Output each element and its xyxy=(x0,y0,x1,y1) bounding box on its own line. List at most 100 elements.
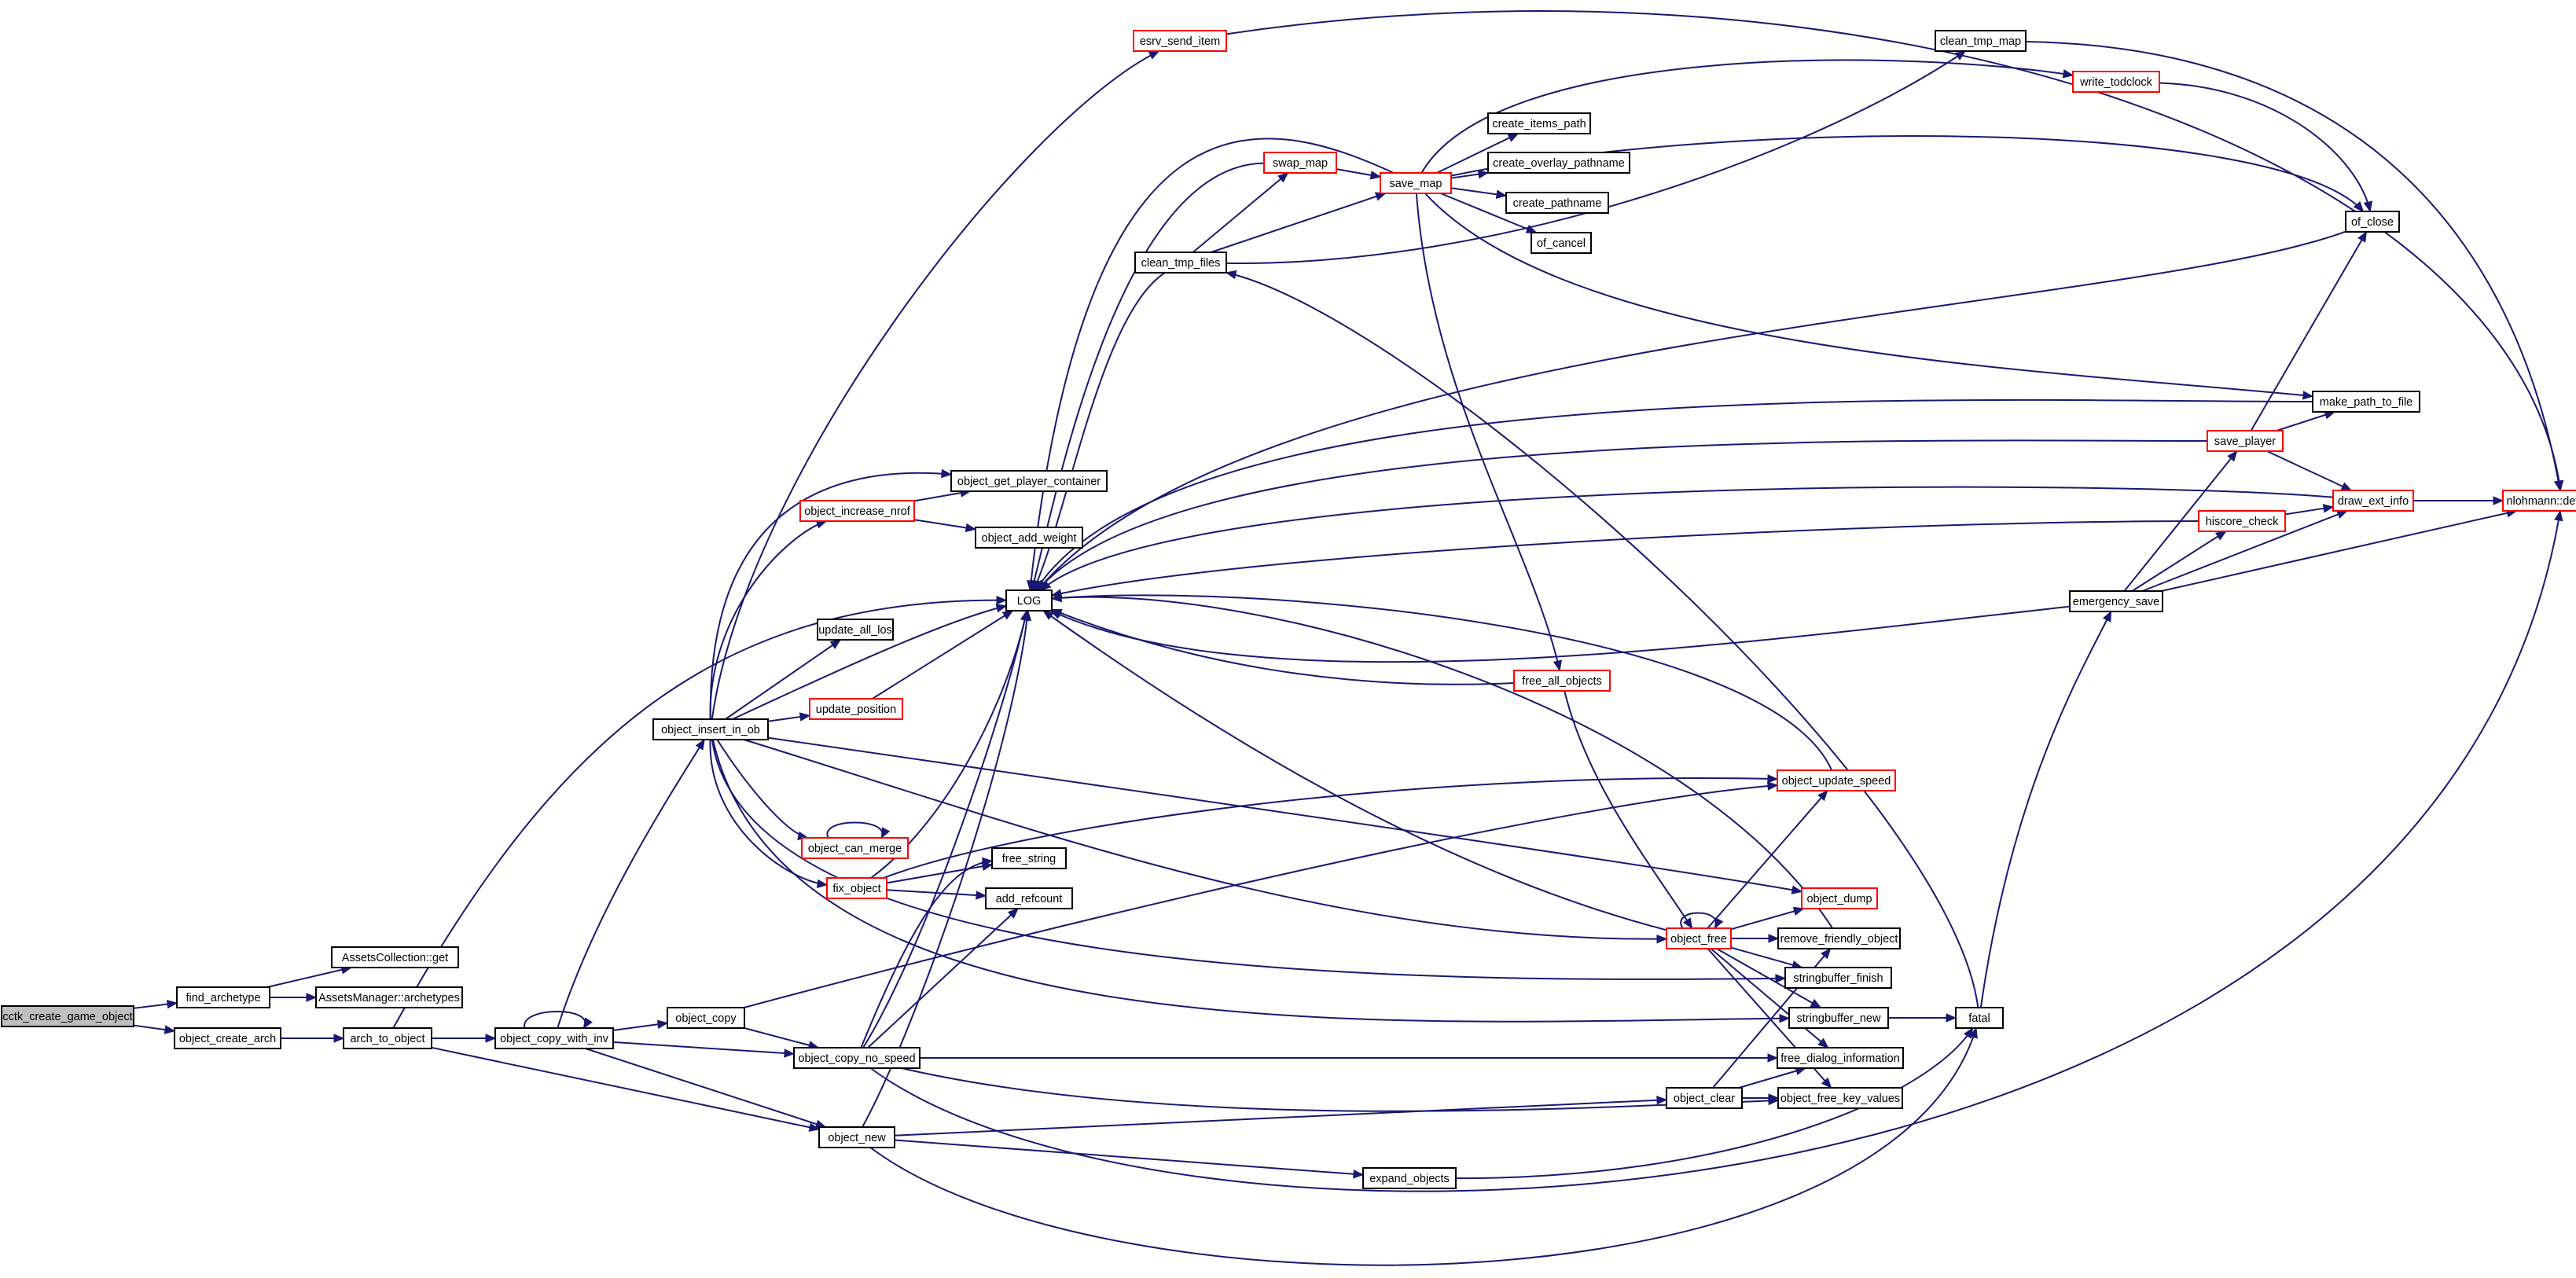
edge-line xyxy=(2141,510,2348,592)
arrowhead-icon xyxy=(1656,934,1668,944)
edge-object_free-to-object_update_speed xyxy=(1707,790,1828,929)
node-hiscore-check[interactable]: hiscore_check xyxy=(2198,510,2286,532)
node-label: update_all_los xyxy=(818,624,892,637)
edge-line xyxy=(867,908,1019,1048)
edge-find_archetype-to-AssetsManager_archetypes xyxy=(270,993,318,1002)
node-create-pathname[interactable]: create_pathname xyxy=(1505,192,1609,214)
node-box xyxy=(343,1027,432,1049)
node-of-close[interactable]: of_close xyxy=(2345,211,2400,233)
edge-line xyxy=(1979,611,2112,1008)
node-object-update-speed[interactable]: object_update_speed xyxy=(1777,769,1896,791)
node-label: clean_tmp_files xyxy=(1141,257,1221,270)
edge-line xyxy=(1051,594,1833,771)
node-create-overlay-pathname[interactable]: create_overlay_pathname xyxy=(1487,152,1630,174)
arrowhead-icon xyxy=(1225,270,1237,280)
node-box xyxy=(1777,1047,1904,1069)
node-arch-to-object[interactable]: arch_to_object xyxy=(343,1027,432,1049)
node-object-dump[interactable]: object_dump xyxy=(1801,887,1878,909)
node-free-all-objects[interactable]: free_all_objects xyxy=(1513,670,1611,692)
edge-line xyxy=(725,639,841,720)
node-box xyxy=(1777,769,1896,791)
edge-object_update_speed-to-LOG xyxy=(1050,593,1833,771)
edge-line xyxy=(1440,193,1537,233)
node-free-dialog-information[interactable]: free_dialog_information xyxy=(1777,1047,1904,1069)
node-update-all-los[interactable]: update_all_los xyxy=(817,619,894,641)
node-cctk-create-game-object[interactable]: cctk_create_game_object xyxy=(1,1005,134,1027)
node-object-free-key-values[interactable]: object_free_key_values xyxy=(1777,1087,1903,1109)
edge-line xyxy=(767,736,1802,893)
edge-line xyxy=(1050,605,2071,663)
node-label: object_free xyxy=(1670,933,1727,946)
node-LOG[interactable]: LOG xyxy=(1005,589,1053,611)
node-object-insert-in-ob[interactable]: object_insert_in_ob xyxy=(652,718,769,740)
edge-line xyxy=(860,860,993,1048)
edge-line xyxy=(392,599,1007,1029)
edge-line xyxy=(2250,231,2368,432)
node-box xyxy=(652,718,769,740)
node-AssetsCollection-get[interactable]: AssetsCollection::get xyxy=(331,946,459,968)
node-esrv-send-item[interactable]: esrv_send_item xyxy=(1133,30,1227,52)
node-object-clear[interactable]: object_clear xyxy=(1666,1087,1743,1109)
edge-fix_object-to-object_update_speed xyxy=(883,774,1779,879)
edge-fix_object-to-add_refcount xyxy=(886,889,987,900)
edge-line xyxy=(732,604,1007,720)
node-remove-friendly-object[interactable]: remove_friendly_object xyxy=(1777,927,1901,949)
arrowhead-icon xyxy=(2322,504,2335,513)
node-layer: cctk_create_game_objectfind_archetypeobj… xyxy=(1,30,2576,1189)
node-save-player[interactable]: save_player xyxy=(2207,430,2284,452)
node-add-refcount[interactable]: add_refcount xyxy=(985,887,1073,909)
node-label: fix_object xyxy=(832,883,880,895)
edge-object_free-to-remove_friendly_object xyxy=(1731,934,1780,943)
node-object-free[interactable]: object_free xyxy=(1666,927,1732,949)
edge-line xyxy=(2161,510,2517,592)
node-update-position[interactable]: update_position xyxy=(809,698,903,720)
edge-line xyxy=(869,1027,1977,1266)
node-fix-object[interactable]: fix_object xyxy=(826,877,887,899)
node-stringbuffer-finish[interactable]: stringbuffer_finish xyxy=(1784,967,1892,989)
arrowhead-icon xyxy=(2102,610,2112,622)
node-swap-map[interactable]: swap_map xyxy=(1263,152,1337,174)
arrowhead-icon xyxy=(656,1019,669,1029)
node-AssetsManager-archetypes[interactable]: AssetsManager::archetypes xyxy=(315,986,463,1008)
node-fatal[interactable]: fatal xyxy=(1955,1007,2004,1029)
node-object-copy-with-inv[interactable]: object_copy_with_inv xyxy=(494,1027,614,1049)
node-emergency-save[interactable]: emergency_save xyxy=(2069,590,2163,612)
node-clean-tmp-map[interactable]: clean_tmp_map xyxy=(1935,30,2027,52)
node-find-archetype[interactable]: find_archetype xyxy=(176,986,270,1008)
node-free-string[interactable]: free_string xyxy=(991,847,1067,869)
edge-save_player-to-draw_ext_info xyxy=(2266,450,2353,491)
node-object-get-player-container[interactable]: object_get_player_container xyxy=(950,470,1108,492)
node-box xyxy=(801,837,909,859)
node-box xyxy=(809,698,903,720)
node-box xyxy=(174,1027,281,1049)
node-box xyxy=(2198,510,2286,532)
edge-line xyxy=(1436,133,1519,174)
node-expand-objects[interactable]: expand_objects xyxy=(1362,1167,1457,1189)
node-draw-ext-info[interactable]: draw_ext_info xyxy=(2332,490,2414,512)
node-stringbuffer-new[interactable]: stringbuffer_new xyxy=(1788,1007,1889,1029)
arrowhead-icon xyxy=(1954,50,1967,61)
node-object-copy-no-speed[interactable]: object_copy_no_speed xyxy=(793,1047,921,1069)
node-label: remove_friendly_object xyxy=(1780,933,1898,946)
node-make-path-to-file[interactable]: make_path_to_file xyxy=(2312,391,2420,413)
node-box xyxy=(1777,1087,1903,1109)
node-of-cancel[interactable]: of_cancel xyxy=(1531,232,1592,254)
node-object-add-weight[interactable]: object_add_weight xyxy=(975,527,1083,549)
node-clean-tmp-files[interactable]: clean_tmp_files xyxy=(1134,252,1227,274)
node-create-items-path[interactable]: create_items_path xyxy=(1487,112,1591,134)
edge-make_path_to_file-to-LOG xyxy=(1034,398,2313,592)
node-object-new[interactable]: object_new xyxy=(818,1126,895,1148)
node-box xyxy=(826,877,887,899)
node-write-todclock[interactable]: write_todclock xyxy=(2072,71,2160,93)
arrowhead-icon xyxy=(166,999,178,1009)
node-save-map[interactable]: save_map xyxy=(1380,172,1452,194)
node-label: object_increase_nrof xyxy=(804,505,911,518)
node-object-copy[interactable]: object_copy xyxy=(667,1007,745,1029)
edge-line xyxy=(524,1011,586,1029)
node-object-can-merge[interactable]: object_can_merge xyxy=(801,837,909,859)
node-object-create-arch[interactable]: object_create_arch xyxy=(174,1027,281,1049)
node-box xyxy=(950,470,1108,492)
node-object-increase-nrof[interactable]: object_increase_nrof xyxy=(799,500,915,522)
node-nlohmann-void[interactable]: nlohmann::detail::void xyxy=(2502,490,2576,512)
arrowhead-icon xyxy=(1050,593,1062,603)
